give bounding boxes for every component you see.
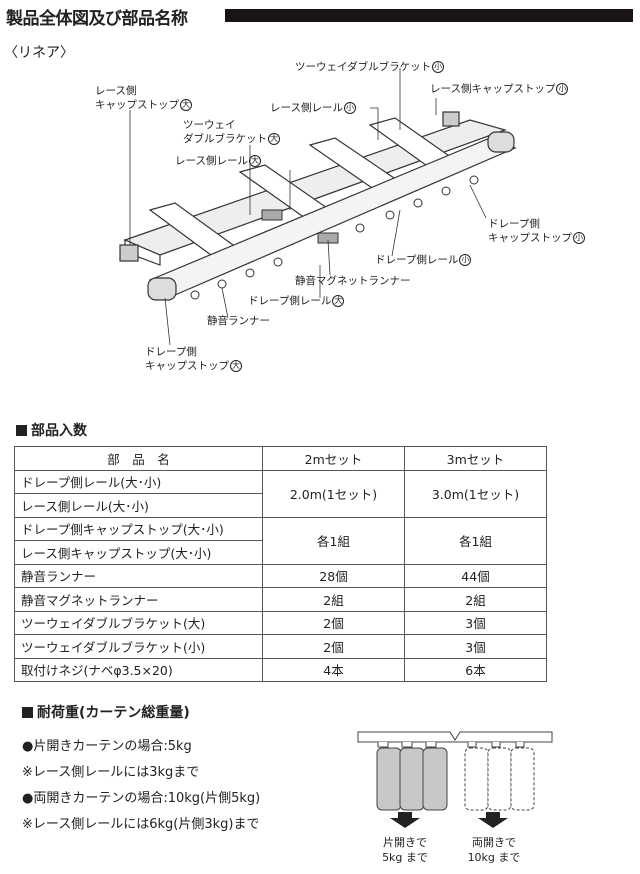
arrow-down-icon bbox=[478, 812, 508, 828]
label-bracket-small: ツーウェイダブルブラケット小 bbox=[295, 61, 445, 73]
value-2m: 28個 bbox=[262, 563, 405, 588]
value-2m: 2.0m(1セット) bbox=[262, 469, 405, 518]
part-name: レース側キャップストップ(大･小) bbox=[14, 540, 263, 565]
parts-section-title: 部品入数 bbox=[16, 420, 87, 440]
value-3m: 3個 bbox=[404, 610, 547, 635]
product-subtitle: 〈リネア〉 bbox=[4, 45, 74, 61]
value-2m: 2個 bbox=[262, 610, 405, 635]
table-row: レース側レール(大･小) bbox=[14, 493, 547, 518]
part-name: 取付けネジ(ナベφ3.5×20) bbox=[14, 657, 263, 682]
header-2m: 2mセット bbox=[262, 446, 405, 471]
label-silent-runner: 静音ランナー bbox=[207, 315, 270, 327]
label-drape-rail-large: ドレープ側レール大 bbox=[248, 295, 345, 307]
rail-diagram bbox=[119, 68, 517, 346]
label-drape-cap-stop-small: ドレープ側キャップストップ小 bbox=[488, 218, 585, 244]
page-title: 製品全体図及び部品名称 bbox=[6, 9, 188, 29]
value-2m: 各1組 bbox=[262, 516, 405, 565]
curtain-load-illustration bbox=[357, 731, 553, 811]
value-3m: 44個 bbox=[404, 563, 547, 588]
header-3m: 3mセット bbox=[404, 446, 547, 471]
label-magnet-runner: 静音マグネットランナー bbox=[295, 275, 411, 287]
label-lace-cap-stop-small: レース側キャップストップ小 bbox=[430, 83, 569, 95]
part-name: ドレープ側キャップストップ(大･小) bbox=[14, 516, 263, 541]
value-3m: 3.0m(1セット) bbox=[404, 469, 547, 518]
arrow-down-icon bbox=[390, 812, 420, 828]
label-drape-cap-stop-large: ドレープ側キャップストップ大 bbox=[145, 346, 242, 372]
value-3m: 3個 bbox=[404, 634, 547, 659]
label-drape-rail-small: ドレープ側レール小 bbox=[375, 254, 472, 266]
load-line-single: ●片開きカーテンの場合:5kg bbox=[22, 739, 192, 754]
value-2m: 2個 bbox=[262, 634, 405, 659]
value-2m: 2組 bbox=[262, 587, 405, 612]
label-bracket-large: ツーウェイダブルブラケット大 bbox=[183, 119, 280, 145]
header-name: 部 品 名 bbox=[14, 446, 263, 471]
title-bar-decoration bbox=[225, 9, 633, 22]
value-2m: 4本 bbox=[262, 657, 405, 682]
label-lace-rail-large: レース側レール大 bbox=[175, 155, 261, 167]
part-name: ツーウェイダブルブラケット(大) bbox=[14, 610, 263, 635]
label-lace-cap-stop-large: レース側キャップストップ大 bbox=[95, 85, 192, 111]
value-3m: 6本 bbox=[404, 657, 547, 682]
part-name: ドレープ側レール(大･小) bbox=[14, 469, 263, 494]
load-section-title: 耐荷重(カーテン総重量) bbox=[22, 702, 190, 722]
table-row: ドレープ側レール(大･小)2.0m(1セット)3.0m(1セット) bbox=[14, 469, 547, 518]
part-name: 静音ランナー bbox=[14, 563, 263, 588]
part-name: レース側レール(大･小) bbox=[14, 493, 263, 518]
load-note-single: ※レース側レールには3kgまで bbox=[22, 765, 200, 780]
value-3m: 2組 bbox=[404, 587, 547, 612]
table-row: ドレープ側キャップストップ(大･小)各1組各1組 bbox=[14, 516, 547, 565]
load-note-double: ※レース側レールには6kg(片側3kg)まで bbox=[22, 817, 260, 832]
table-row: レース側キャップストップ(大･小) bbox=[14, 540, 547, 565]
part-name: 静音マグネットランナー bbox=[14, 587, 263, 612]
value-3m: 各1組 bbox=[404, 516, 547, 565]
label-lace-rail-small: レース側レール小 bbox=[270, 102, 356, 114]
load-line-double: ●両開きカーテンの場合:10kg(片側5kg) bbox=[22, 791, 261, 806]
part-name: ツーウェイダブルブラケット(小) bbox=[14, 634, 263, 659]
